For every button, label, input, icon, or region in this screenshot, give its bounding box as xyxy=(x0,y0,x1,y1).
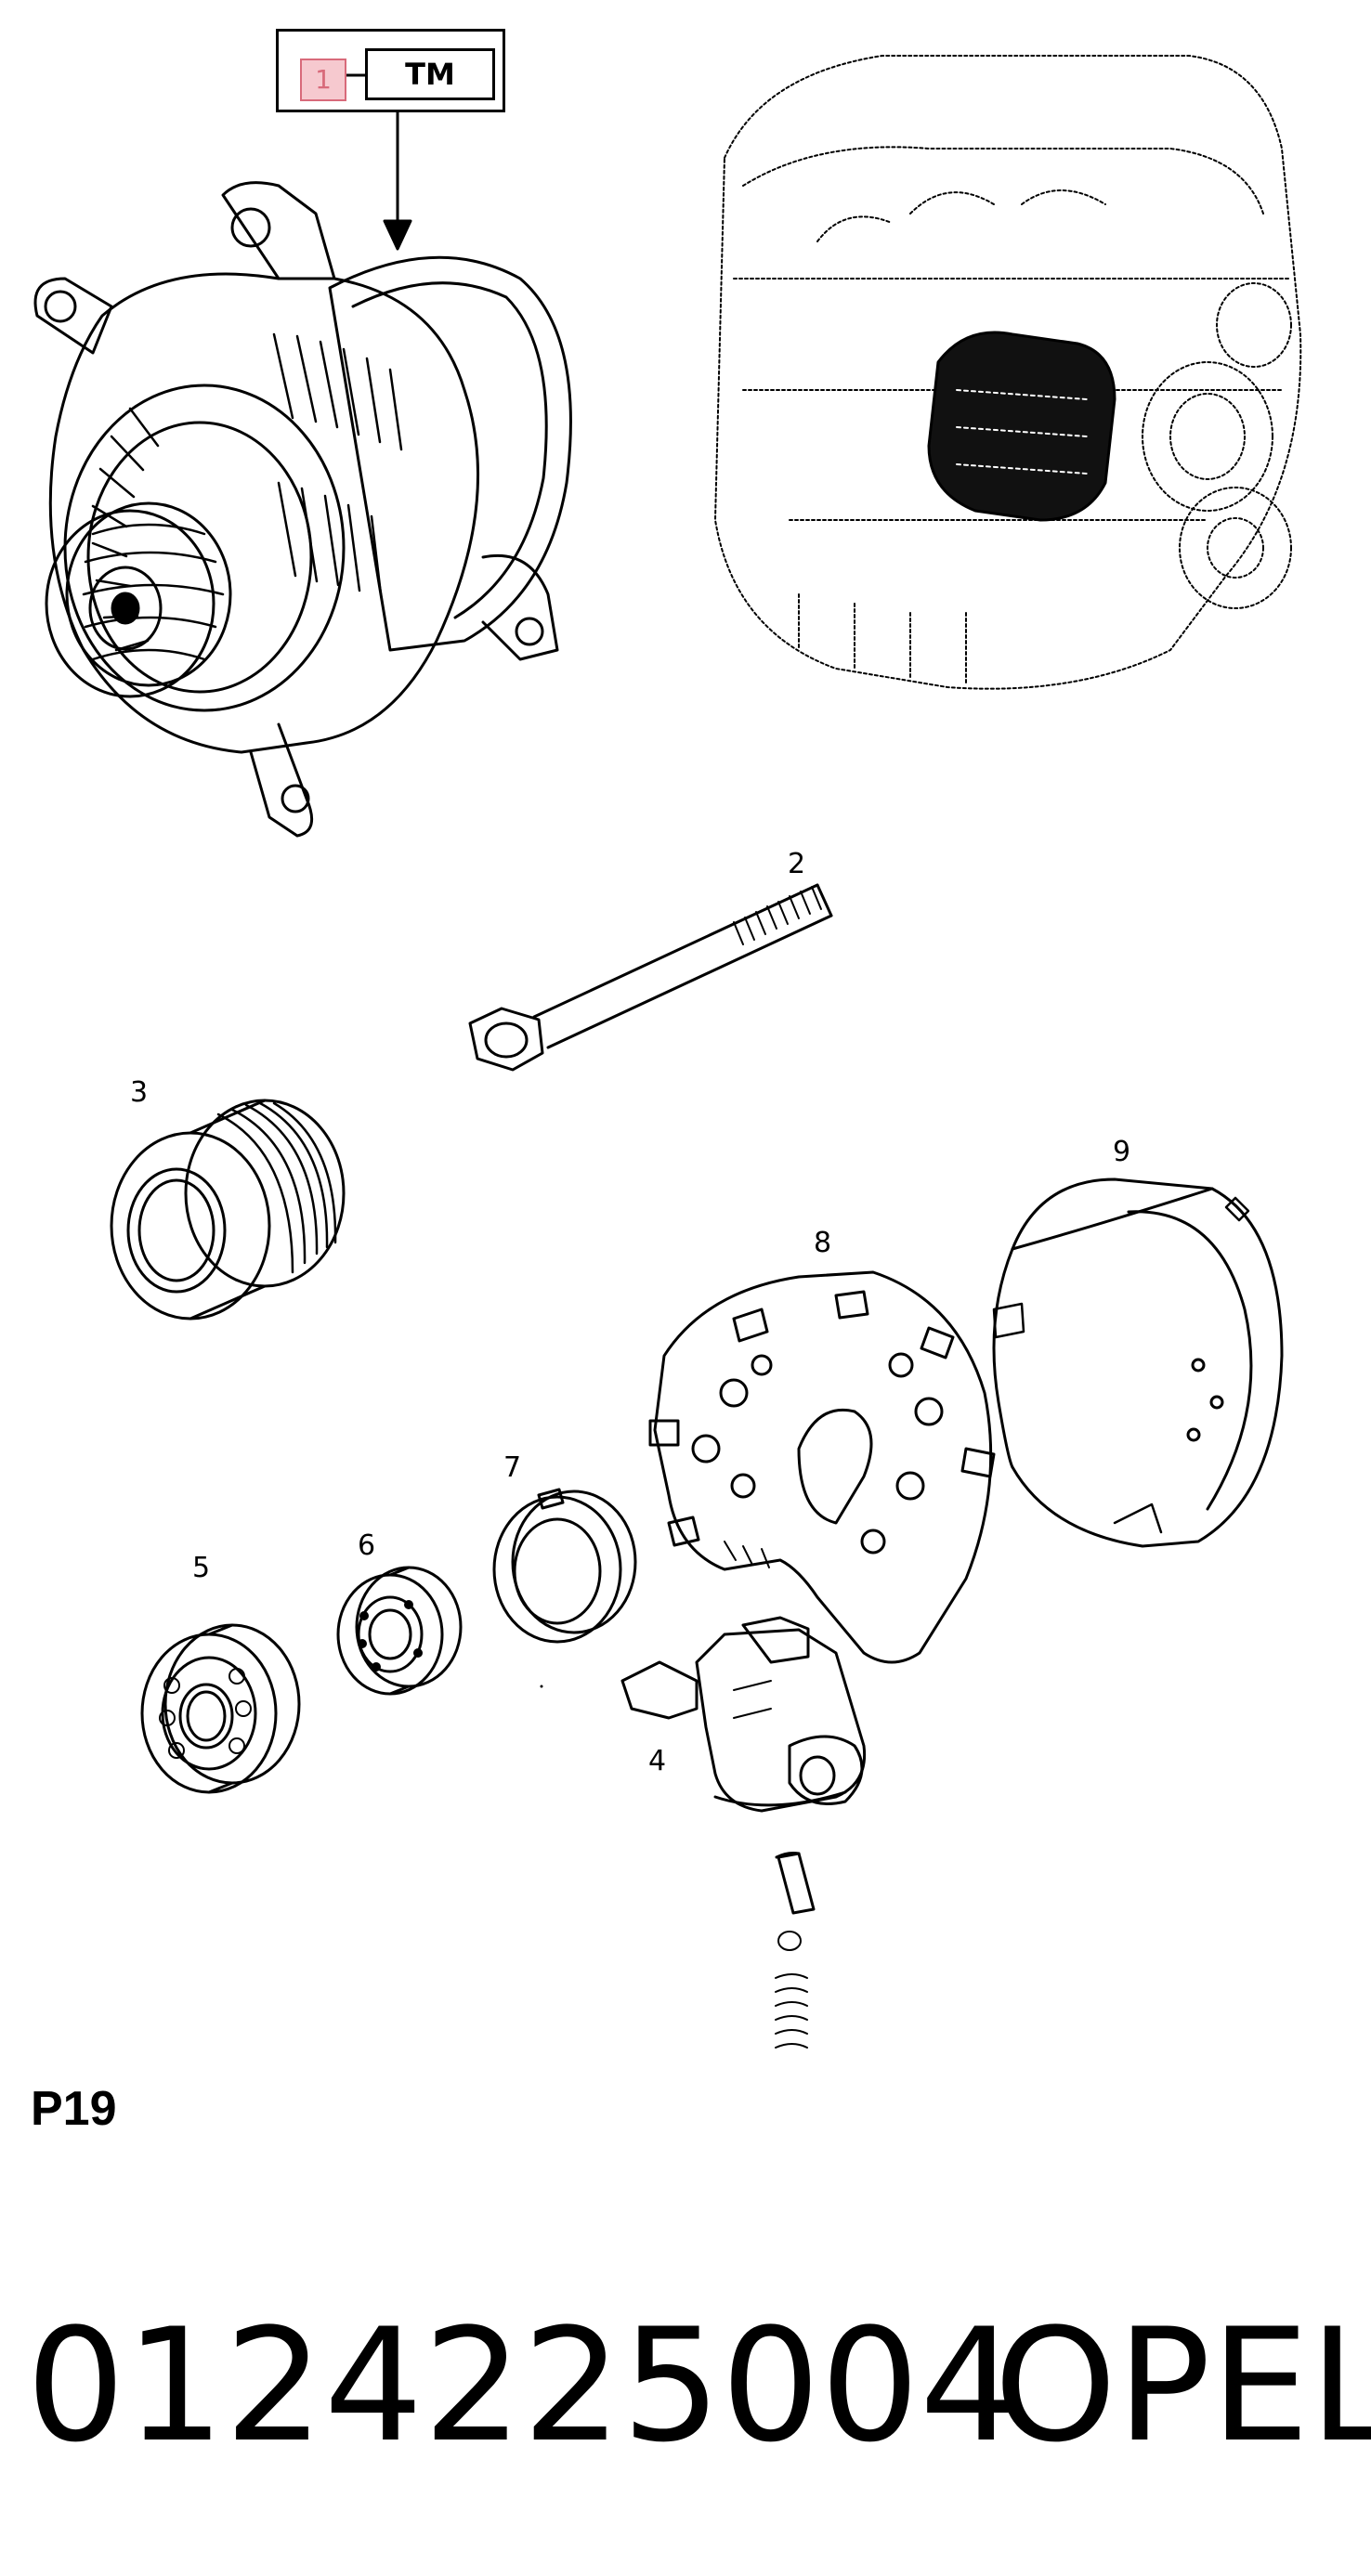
part-9-end-cover xyxy=(992,1177,1284,1548)
callout-4[interactable]: 4 xyxy=(648,1745,667,1777)
alternator-assembly-drawing xyxy=(33,181,572,838)
callout-8[interactable]: 8 xyxy=(814,1227,832,1259)
callout-2[interactable]: 2 xyxy=(788,848,806,880)
pointer-arrow xyxy=(383,111,412,251)
reference-box xyxy=(276,29,505,112)
callout-7[interactable]: 7 xyxy=(503,1451,522,1484)
part-8-rectifier-plate xyxy=(648,1270,996,1664)
section-code: P19 xyxy=(31,2082,117,2136)
brush-and-spring xyxy=(775,1852,816,2049)
callout-3[interactable]: 3 xyxy=(130,1076,149,1109)
part-number: 0124225004 xyxy=(26,2295,1019,2477)
part-5-large-bearing xyxy=(140,1623,301,1794)
engine-overview-drawing xyxy=(714,55,1302,690)
callout-6[interactable]: 6 xyxy=(358,1529,376,1562)
brand-name: OPEL xyxy=(994,2295,1371,2477)
part-6-small-bearing xyxy=(336,1566,463,1696)
connector-line xyxy=(346,73,367,77)
alternator-location-highlight xyxy=(927,331,1116,522)
callout-9[interactable]: 9 xyxy=(1113,1136,1131,1168)
part-4-brush-holder xyxy=(620,1616,867,1813)
highlighted-item-number[interactable]: 1 xyxy=(300,59,346,101)
part-7-slip-ring-cover xyxy=(492,1488,637,1644)
part-2-bolt xyxy=(468,883,833,1072)
callout-5[interactable]: 5 xyxy=(192,1552,211,1584)
tm-label[interactable]: TM xyxy=(365,48,495,100)
part-3-pulley xyxy=(110,1099,346,1321)
